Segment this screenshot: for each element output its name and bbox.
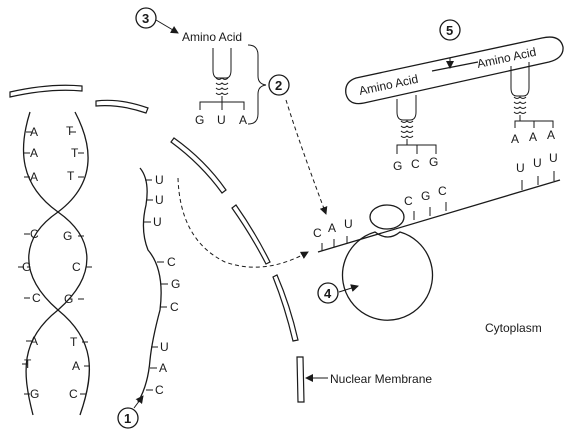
codon-base: G <box>421 189 430 203</box>
anticodon-base: A <box>511 132 519 146</box>
trna-coil <box>215 77 229 95</box>
trna-stem <box>510 62 530 97</box>
dna-strand-right <box>28 111 90 416</box>
ribosome-small-subunit <box>369 204 405 230</box>
callout-5: 5 <box>439 19 461 41</box>
codon-base: U <box>344 217 353 231</box>
peptide-bond <box>431 61 479 72</box>
mrna-strand-nucleus: U U U C G C U A C <box>137 167 180 403</box>
dna-base: C <box>30 227 39 241</box>
callout-3: 3 <box>135 7 179 34</box>
svg-text:4: 4 <box>324 286 332 301</box>
codon-base: A <box>328 221 336 235</box>
dna-base: C <box>32 291 41 305</box>
membrane-segment <box>272 274 299 342</box>
dna-base: A <box>30 334 38 348</box>
mrna-base: U <box>155 173 164 187</box>
dna-base-ticks <box>18 131 92 395</box>
anticodon-base: G <box>429 155 438 169</box>
membrane-segment <box>231 204 271 265</box>
amino-acid-label: Amino Acid <box>182 30 242 44</box>
anticodon-base: A <box>547 128 555 142</box>
membrane-segment <box>95 99 149 114</box>
dna-base: T <box>24 357 32 371</box>
dna-strand-left <box>22 111 88 416</box>
svg-text:3: 3 <box>142 11 149 26</box>
codon-base: U <box>533 156 542 170</box>
codon-base: C <box>313 226 322 240</box>
mrna-line <box>317 179 561 253</box>
callout-1: 1 <box>117 395 144 429</box>
trna-coil <box>513 96 527 114</box>
mrna-base: C <box>167 255 176 269</box>
mrna-base: U <box>160 340 169 354</box>
mrna-base: U <box>155 193 164 207</box>
trna-stem <box>396 95 417 121</box>
mrna-at-ribosome: C A U C G C U U U <box>313 151 561 253</box>
peptide-complex: Amino Acid Amino Acid G C G A A A <box>345 36 564 173</box>
cytoplasm-label: Cytoplasm <box>485 321 542 335</box>
dna-base: G <box>64 292 73 306</box>
bracket <box>247 44 267 125</box>
codon-base: U <box>549 151 558 165</box>
trna-stem <box>212 48 232 79</box>
nuclear-membrane-label: Nuclear Membrane <box>330 372 432 386</box>
callout-4: 4 <box>317 282 359 304</box>
dna-base: T <box>66 124 74 138</box>
dna-double-helix: A A A C G C A T G T T T G C G T A C <box>18 111 92 416</box>
codon-base: C <box>438 184 447 198</box>
nuclear-membrane <box>9 84 305 403</box>
ribosome-large-subunit <box>341 231 434 321</box>
ribosome <box>341 204 434 321</box>
mrna-base: C <box>155 383 164 397</box>
mrna-base: U <box>153 215 162 229</box>
svg-text:2: 2 <box>275 78 282 93</box>
anticodon-base: C <box>411 157 420 171</box>
free-trna: Amino Acid G U A <box>182 30 247 127</box>
svg-text:5: 5 <box>446 23 453 38</box>
dna-base: C <box>69 387 78 401</box>
callout-2: 2 <box>268 74 290 96</box>
dna-base: T <box>71 146 79 160</box>
anticodon-bar <box>199 101 245 110</box>
trna-coil <box>400 120 414 138</box>
membrane-segment <box>296 356 305 403</box>
anticodon-base: G <box>195 113 204 127</box>
dna-base: T <box>67 169 75 183</box>
mrna-base: G <box>171 277 180 291</box>
anticodon-base: U <box>217 113 226 127</box>
anticodon-base: A <box>529 130 537 144</box>
trna-path-arrow <box>285 99 328 215</box>
membrane-segment <box>9 84 83 98</box>
dna-base: A <box>72 359 80 373</box>
anticodon-bar <box>396 144 437 154</box>
dna-base: A <box>30 125 38 139</box>
mrna-base: C <box>170 300 179 314</box>
mrna-backbone <box>137 167 162 403</box>
dna-base: T <box>70 335 78 349</box>
dna-base: A <box>30 146 38 160</box>
anticodon-bar <box>514 120 554 128</box>
dna-base: C <box>72 260 81 274</box>
mrna-export-arrow <box>177 177 309 268</box>
svg-text:1: 1 <box>124 411 131 426</box>
codon-base: U <box>516 161 525 175</box>
anticodon-base: G <box>393 159 402 173</box>
dna-base: G <box>30 387 39 401</box>
dna-base: G <box>22 260 31 274</box>
dna-base: G <box>63 229 72 243</box>
anticodon-base: A <box>239 113 247 127</box>
dna-base: A <box>30 170 38 184</box>
codon-base: C <box>404 194 413 208</box>
amino-acid-capsule <box>345 36 564 105</box>
mrna-base: A <box>159 361 167 375</box>
membrane-segment <box>170 137 227 194</box>
